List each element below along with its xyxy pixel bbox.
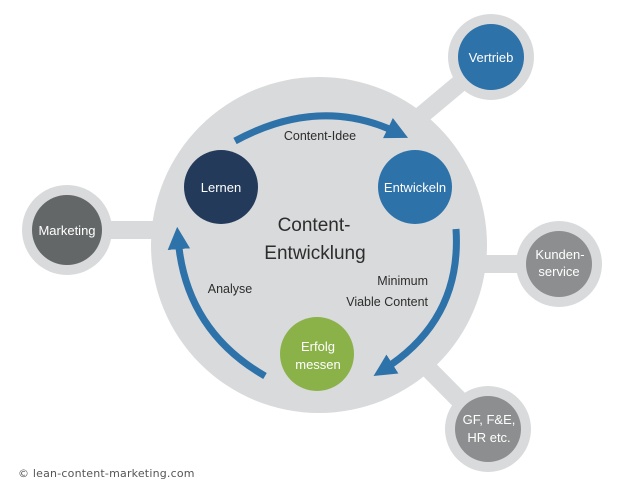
edge-label-viable-content: Viable Content: [346, 295, 428, 309]
satellite-marketing[interactable]: Marketing: [22, 185, 112, 275]
cycle-node-lernen[interactable]: Lernen: [184, 150, 258, 224]
arrow-erfolg-to-lernen: [167, 226, 267, 380]
cycle-node-label-line-2: messen: [295, 357, 341, 372]
satellite-kundenservice[interactable]: Kunden- service: [516, 221, 602, 307]
diagram-title-line-2: Entwicklung: [264, 243, 365, 264]
cycle-node-entwickeln[interactable]: Entwickeln: [378, 150, 452, 224]
arrow-entwickeln-to-erfolg: [373, 228, 460, 376]
diagram-title-line-1: Content-: [278, 215, 351, 236]
cycle-node-erfolg-messen[interactable]: Erfolg messen: [280, 317, 354, 391]
cycle-node-label: Entwickeln: [384, 180, 446, 195]
edge-label-analyse: Analyse: [208, 282, 253, 296]
satellite-label: Vertrieb: [469, 50, 514, 65]
satellite-label-line-1: GF, F&E,: [463, 412, 516, 427]
cycle-node-label-line-1: Erfolg: [301, 339, 335, 354]
satellite-label-line-2: HR etc.: [467, 430, 510, 445]
edge-label-minimum: Minimum: [377, 274, 428, 288]
satellite-fill: [455, 396, 521, 462]
cycle-node-label: Lernen: [201, 180, 241, 195]
satellite-fill: [32, 195, 102, 265]
cycle-node-circle: [280, 317, 354, 391]
arrow-lernen-to-entwickeln: [233, 112, 409, 145]
satellite-label-line-2: service: [538, 264, 579, 279]
satellite-label: Marketing: [38, 223, 95, 238]
satellite-gf-fe-hr[interactable]: GF, F&E, HR etc.: [445, 386, 531, 472]
copyright-footer: © lean-content-marketing.com: [18, 467, 195, 480]
cycle-arrows: [167, 112, 460, 380]
satellite-fill: [458, 24, 524, 90]
satellite-label-line-1: Kunden-: [535, 247, 584, 262]
satellite-fill: [526, 231, 592, 297]
satellite-vertrieb[interactable]: Vertrieb: [448, 14, 534, 100]
cycle-node-circle: [184, 150, 258, 224]
cycle-node-circle: [378, 150, 452, 224]
edge-label-content-idee: Content-Idee: [284, 129, 356, 143]
